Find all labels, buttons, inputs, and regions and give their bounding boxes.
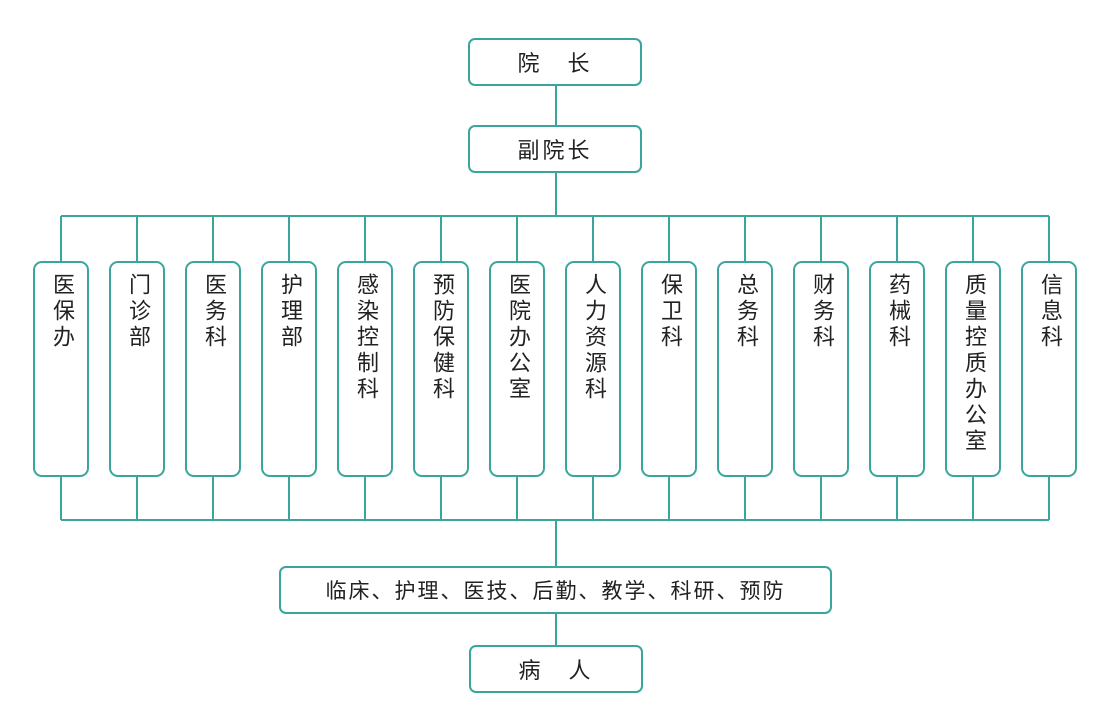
department-label: 医务科 [201,273,226,351]
department-label: 信息科 [1037,273,1062,351]
patient-box: 病 人 [469,645,643,693]
department-box: 总务科 [717,261,773,477]
department-box: 药械科 [869,261,925,477]
department-label: 人力资源科 [581,273,606,403]
department-label: 感染控制科 [353,273,378,403]
department-label: 门诊部 [125,273,150,351]
department-box: 财务科 [793,261,849,477]
department-box: 信息科 [1021,261,1077,477]
department-label: 预防保健科 [429,273,454,403]
department-box: 护理部 [261,261,317,477]
department-box: 门诊部 [109,261,165,477]
department-connectors [60,216,1050,520]
department-box: 人力资源科 [565,261,621,477]
department-label: 药械科 [885,273,910,351]
department-box: 医务科 [185,261,241,477]
vice-director-label: 副院长 [517,139,593,164]
vice-director-box: 副院长 [468,125,642,173]
department-box: 医院办公室 [489,261,545,477]
department-box: 感染控制科 [337,261,393,477]
department-box: 医保办 [33,261,89,477]
department-label: 质量控质办公室 [961,273,986,455]
department-label: 医院办公室 [505,273,530,403]
department-label: 财务科 [809,273,834,351]
patient-label: 病 人 [518,659,594,684]
department-label: 医保办 [49,273,74,351]
department-label: 保卫科 [657,273,682,351]
department-box: 预防保健科 [413,261,469,477]
functions-label: 临床、护理、医技、后勤、教学、科研、预防 [325,579,786,603]
director-label: 院 长 [517,52,593,77]
department-label: 总务科 [733,273,758,351]
functions-box: 临床、护理、医技、后勤、教学、科研、预防 [279,566,832,614]
director-box: 院 长 [468,38,642,86]
department-box: 质量控质办公室 [945,261,1001,477]
department-box: 保卫科 [641,261,697,477]
department-label: 护理部 [277,273,302,351]
